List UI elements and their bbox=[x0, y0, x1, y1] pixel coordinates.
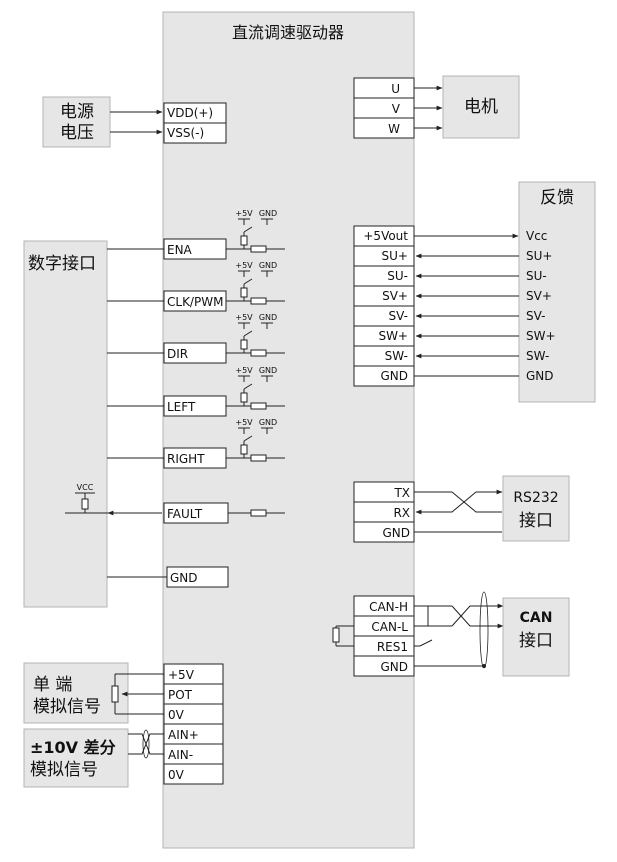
analog-diff-title-line1: ±10V 差分 bbox=[30, 738, 116, 757]
gnd-label: GND bbox=[259, 209, 277, 218]
gnd-label: GND bbox=[259, 418, 277, 427]
fault-resistor bbox=[250, 509, 267, 517]
feedback-device-pin: GND bbox=[526, 369, 554, 383]
can-title-line2: 接口 bbox=[519, 631, 553, 651]
plus5v-label: +5V bbox=[235, 209, 253, 218]
plus5v-label: +5V bbox=[235, 366, 253, 375]
digital-interface-block bbox=[23, 240, 108, 608]
digital-pin: LEFT bbox=[167, 400, 196, 414]
rs232-title-line2: 接口 bbox=[519, 511, 553, 531]
power-pin-vss: VSS(-) bbox=[167, 126, 204, 140]
motor-label: 电机 bbox=[464, 97, 498, 117]
power-title-line1: 电源 bbox=[60, 102, 94, 122]
selector-switch bbox=[243, 330, 253, 337]
pullup-resistor bbox=[240, 392, 248, 403]
pullup-resistor bbox=[240, 287, 248, 298]
motor-terminal-box bbox=[353, 77, 415, 139]
can-block bbox=[502, 597, 570, 677]
analog-single-pin-pot: POT bbox=[168, 688, 193, 702]
can-title-line1: CAN bbox=[520, 610, 553, 626]
feedback-driver-pin: SV- bbox=[389, 309, 408, 323]
can-pin-gnd: GND bbox=[380, 660, 408, 674]
motor-pin-w: W bbox=[388, 122, 400, 136]
digital-title: 数字接口 bbox=[28, 254, 96, 274]
analog-diff-block bbox=[23, 728, 129, 788]
digital-rows: ENA +5V GND CLK/PWM +5V GND DIR +5V GND LEFT +5V GN… bbox=[107, 209, 285, 469]
feedback-driver-pin: GND bbox=[380, 369, 408, 383]
can-termination-resistor bbox=[332, 627, 340, 643]
gnd-label: GND bbox=[259, 366, 277, 375]
plus5v-label: +5V bbox=[235, 261, 253, 270]
can-pin-res1: RES1 bbox=[377, 640, 408, 654]
feedback-device-pin: Vcc bbox=[526, 229, 547, 243]
driver-title: 直流调速驱动器 bbox=[232, 23, 344, 42]
feedback-device-pin: SU- bbox=[526, 269, 547, 283]
feedback-title: 反馈 bbox=[540, 188, 574, 208]
analog-single-terminal-box bbox=[163, 663, 224, 725]
feedback-device-pin: SV- bbox=[526, 309, 545, 323]
can-pin-can-h: CAN-H bbox=[369, 600, 408, 614]
digital-pin: ENA bbox=[167, 243, 193, 257]
rs232-title-line1: RS232 bbox=[513, 490, 558, 506]
selector-switch bbox=[243, 383, 253, 390]
selector-switch bbox=[243, 278, 253, 285]
vcc-pullup-resistor bbox=[81, 498, 89, 510]
analog-single-pin-5v: +5V bbox=[168, 668, 195, 682]
rs232-pin-tx: TX bbox=[393, 486, 410, 500]
pullup-resistor bbox=[240, 235, 248, 246]
analog-single-title-line2: 模拟信号 bbox=[33, 697, 101, 717]
gnd-label: GND bbox=[259, 313, 277, 322]
digital-pin: RIGHT bbox=[167, 452, 205, 466]
vcc-label: VCC bbox=[77, 483, 94, 492]
series-resistor bbox=[250, 245, 267, 253]
analog-diff-pin-ain-plus: AIN+ bbox=[168, 728, 199, 742]
power-supply-block bbox=[42, 96, 111, 148]
analog-diff-pin-ain-minus: AIN- bbox=[168, 748, 193, 762]
digital-pin-fault: FAULT bbox=[167, 507, 203, 521]
rs232-pin-rx: RX bbox=[393, 506, 410, 520]
analog-diff-title-line2: 模拟信号 bbox=[30, 760, 98, 780]
feedback-driver-pin: SU+ bbox=[382, 249, 408, 263]
power-title-line2: 电压 bbox=[60, 123, 94, 143]
motor-pin-u: U bbox=[391, 82, 400, 96]
selector-switch bbox=[243, 435, 253, 442]
potentiometer bbox=[111, 685, 119, 703]
feedback-driver-pin: SU- bbox=[387, 269, 408, 283]
analog-single-block bbox=[23, 662, 129, 724]
rs232-pin-gnd: GND bbox=[382, 526, 410, 540]
rs232-block bbox=[502, 475, 570, 542]
plus5v-label: +5V bbox=[235, 313, 253, 322]
feedback-device-pin: SV+ bbox=[526, 289, 552, 303]
selector-switch bbox=[243, 226, 253, 233]
digital-pin: DIR bbox=[167, 347, 188, 361]
pullup-resistor bbox=[240, 444, 248, 455]
gnd-label: GND bbox=[259, 261, 277, 270]
motor-pin-v: V bbox=[392, 102, 401, 116]
feedback-driver-pin: +5Vout bbox=[363, 229, 408, 243]
series-resistor bbox=[250, 454, 267, 462]
analog-single-pin-0v: 0V bbox=[168, 708, 185, 722]
pullup-resistor bbox=[240, 339, 248, 350]
series-resistor bbox=[250, 402, 267, 410]
can-pin-can-l: CAN-L bbox=[371, 620, 408, 634]
digital-pin-gnd: GND bbox=[170, 571, 198, 585]
plus5v-label: +5V bbox=[235, 418, 253, 427]
analog-single-title-line1: 单 端 bbox=[33, 675, 72, 695]
power-pin-vdd: VDD(+) bbox=[167, 106, 213, 120]
feedback-device-pin: SU+ bbox=[526, 249, 552, 263]
feedback-block bbox=[518, 181, 596, 403]
feedback-driver-pin: SV+ bbox=[382, 289, 408, 303]
feedback-driver-pin: SW- bbox=[385, 349, 408, 363]
series-resistor bbox=[250, 297, 267, 305]
feedback-driver-pin: SW+ bbox=[378, 329, 408, 343]
digital-pin: CLK/PWM bbox=[167, 295, 223, 309]
analog-diff-pin-0v: 0V bbox=[168, 768, 185, 782]
motor-block bbox=[442, 75, 520, 139]
feedback-device-pin: SW- bbox=[526, 349, 549, 363]
series-resistor bbox=[250, 349, 267, 357]
rs232-terminal-box bbox=[353, 481, 415, 543]
feedback-device-pin: SW+ bbox=[526, 329, 556, 343]
